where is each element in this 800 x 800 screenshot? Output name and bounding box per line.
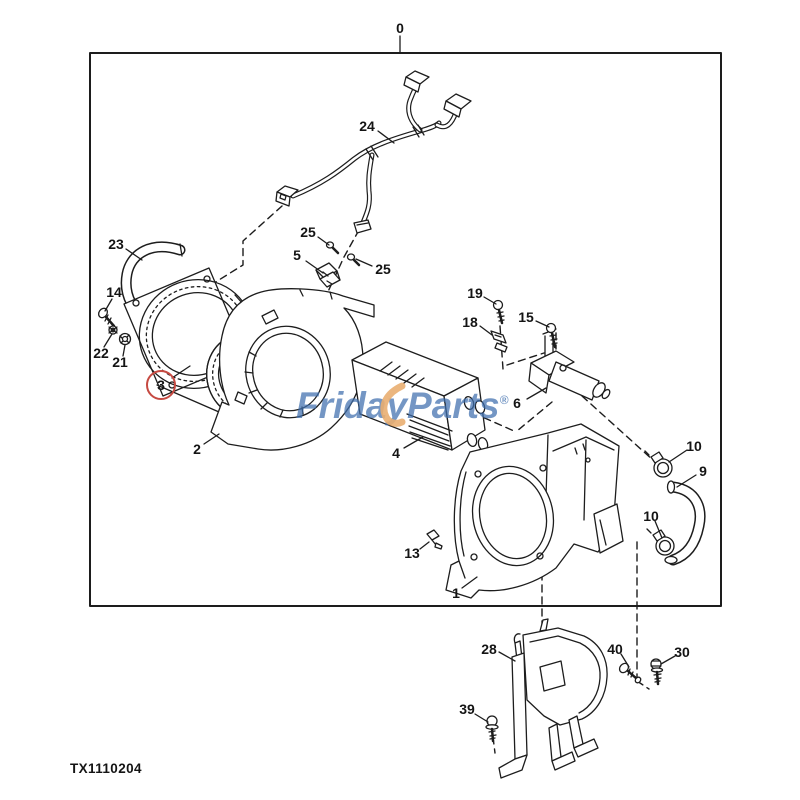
mounting-bracket <box>498 618 608 779</box>
heater-core <box>351 341 489 452</box>
clamp-18 <box>490 330 508 353</box>
heater-core-pipes <box>463 395 489 452</box>
hose-9 <box>664 480 706 566</box>
watermark: FridayParts® <box>296 380 526 430</box>
screw-15 <box>545 322 558 349</box>
hose-clamp-upper <box>644 450 673 478</box>
nut-21 <box>118 332 132 346</box>
clip-13 <box>426 529 443 550</box>
wiring-harness <box>275 70 472 234</box>
blower-housing-rear <box>445 423 624 599</box>
harness-connector-drop <box>353 219 372 234</box>
clip-5 <box>315 262 341 288</box>
harness-connector-left <box>275 185 299 207</box>
fan-housing-front <box>210 288 375 451</box>
screw-19 <box>492 299 505 325</box>
bolt-30 <box>650 658 664 686</box>
watermark-swoosh-icon <box>380 382 406 427</box>
washer-22 <box>108 325 118 335</box>
watermark-registered-icon: ® <box>499 393 509 407</box>
harness-connector-top-a <box>403 70 430 93</box>
leader-lines <box>103 130 697 723</box>
water-valve <box>528 328 611 401</box>
screw-25-right <box>346 253 361 267</box>
bolt-39 <box>485 715 499 743</box>
drawing-code: TX1110204 <box>70 761 142 776</box>
harness-connector-top-b <box>443 93 472 118</box>
bolt-40 <box>618 662 642 684</box>
diagram-frame <box>89 35 722 607</box>
screw-25-left <box>325 241 340 255</box>
hose-clamp-lower <box>646 528 675 556</box>
